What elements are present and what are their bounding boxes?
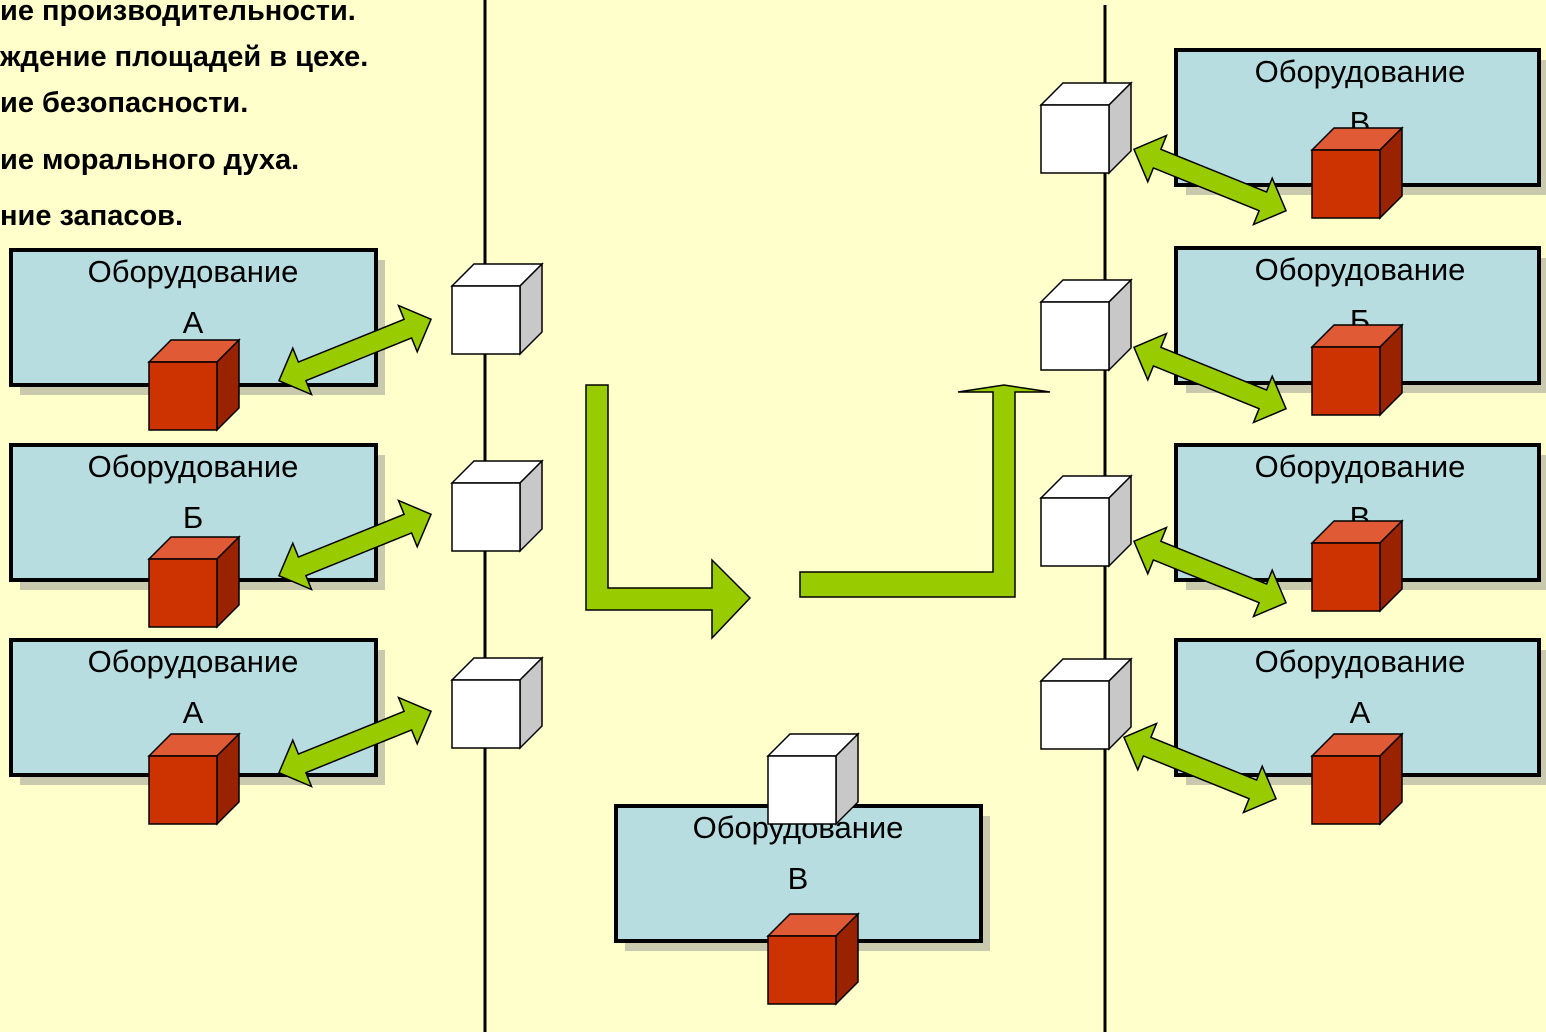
transfer-arrow-icon	[277, 696, 433, 788]
equipment-label: Оборудование	[1255, 449, 1466, 484]
work-item-cube-icon	[148, 536, 240, 628]
work-item-cube-icon	[1311, 324, 1403, 416]
benefit-text: ие производительности.	[0, 0, 356, 27]
work-item-cube-icon	[1311, 127, 1403, 219]
equipment-label: Оборудование	[88, 449, 299, 484]
equipment-box: Оборудование Б	[1174, 246, 1546, 393]
benefit-text: ние запасов.	[0, 200, 183, 232]
buffer-cube-icon	[1040, 475, 1132, 567]
benefit-text: ждение площадей в цехе.	[0, 41, 368, 73]
buffer-cube-icon	[1040, 658, 1132, 750]
transfer-arrow-icon	[277, 499, 433, 591]
work-item-cube-icon	[1311, 733, 1403, 825]
transfer-arrow-icon	[277, 304, 433, 396]
buffer-cube-icon	[767, 733, 859, 825]
transfer-arrow-icon	[1122, 722, 1278, 814]
buffer-cube-icon	[451, 263, 543, 355]
equipment-label: А	[183, 695, 204, 730]
equipment-box: Оборудование А	[9, 248, 385, 395]
equipment-label: Оборудование	[1255, 54, 1466, 89]
equipment-label: Б	[183, 500, 203, 535]
benefit-text: ие морального духа.	[0, 144, 299, 176]
equipment-label: Оборудование	[1255, 252, 1466, 287]
transfer-arrow-icon	[1132, 134, 1288, 226]
buffer-cube-icon	[1040, 279, 1132, 371]
equipment-label: Оборудование	[88, 254, 299, 289]
benefit-text: ие безопасности.	[0, 87, 248, 119]
work-item-cube-icon	[148, 733, 240, 825]
equipment-box: Оборудование А	[1174, 638, 1546, 785]
transfer-arrow-icon	[1132, 526, 1288, 618]
flow-arrow-icon	[799, 384, 1051, 598]
flow-arrow-icon	[585, 384, 752, 640]
equipment-label: Оборудование	[88, 644, 299, 679]
work-item-cube-icon	[767, 913, 859, 1005]
buffer-cube-icon	[1040, 82, 1132, 174]
buffer-cube-icon	[451, 460, 543, 552]
equipment-label: А	[183, 305, 204, 340]
work-item-cube-icon	[148, 339, 240, 431]
equipment-label: А	[1350, 695, 1371, 730]
work-item-cube-icon	[1311, 520, 1403, 612]
equipment-label: Оборудование	[1255, 644, 1466, 679]
equipment-label: В	[788, 861, 809, 896]
buffer-cube-icon	[451, 657, 543, 749]
transfer-arrow-icon	[1132, 332, 1288, 424]
